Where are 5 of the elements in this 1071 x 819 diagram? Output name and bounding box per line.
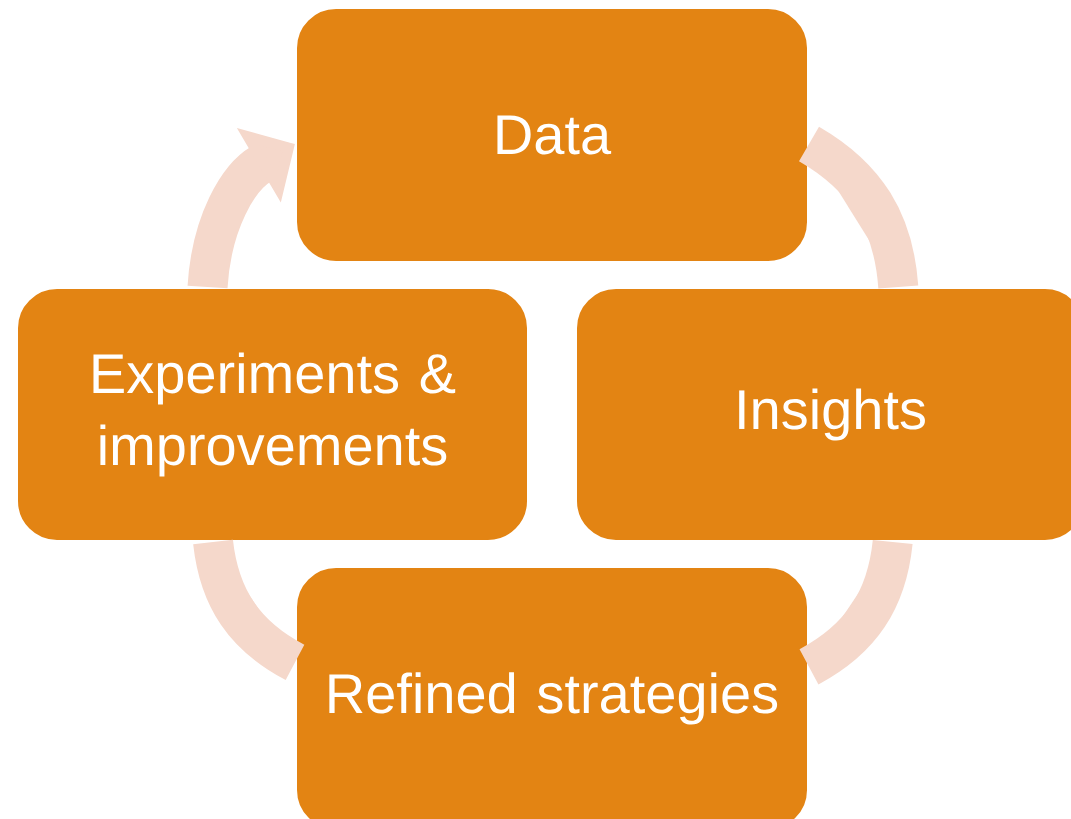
arrow	[799, 539, 913, 685]
process-box: Refined strategies	[295, 566, 809, 819]
process-box: Experiments & improvements	[16, 287, 529, 542]
process-box: Insights	[575, 287, 1071, 542]
process-box: Data	[295, 7, 809, 263]
